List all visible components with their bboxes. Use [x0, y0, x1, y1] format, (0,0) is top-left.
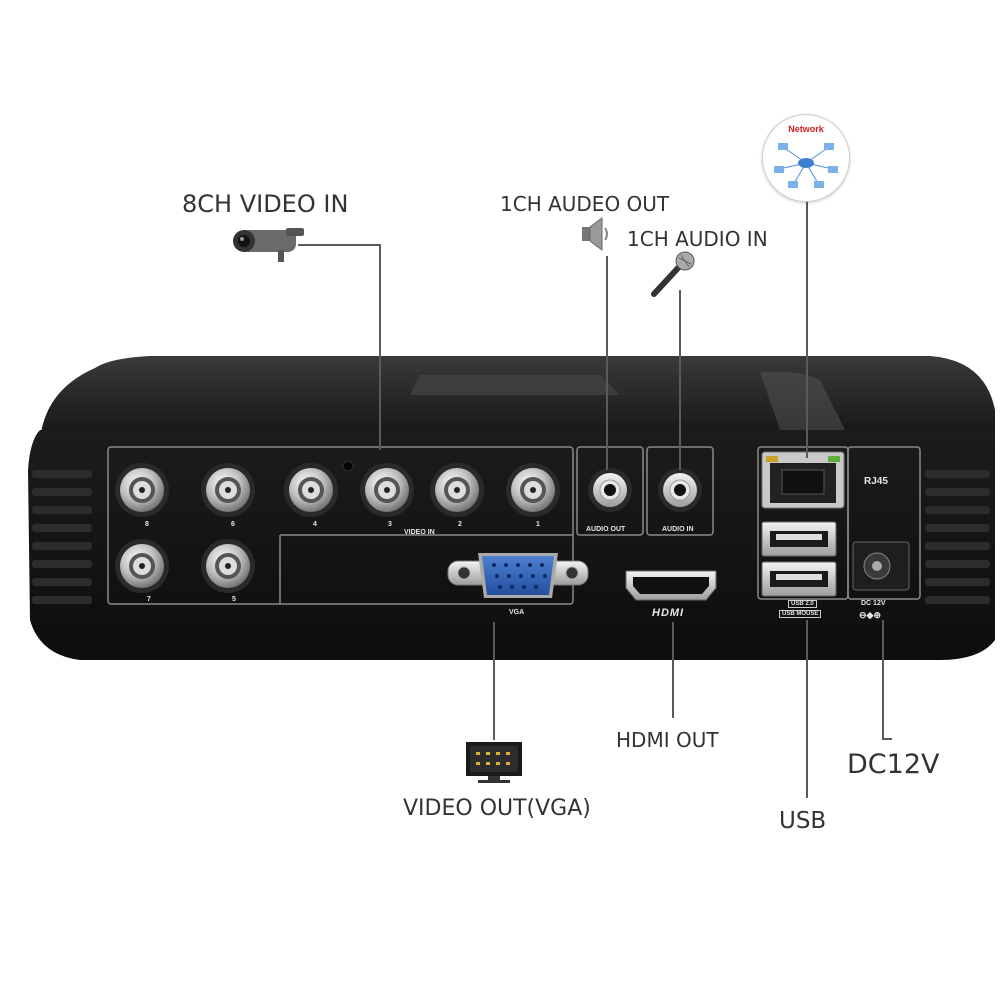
bnc-connectors: [115, 463, 560, 593]
network-icon: Network: [762, 114, 850, 202]
panel-usb-label-2: USB MOUSE: [779, 610, 822, 618]
bnc-label-4: 4: [313, 521, 317, 528]
leader-dc-v: [882, 620, 884, 740]
bnc-label-3: 3: [388, 521, 392, 528]
dc-power-jack: [852, 541, 910, 591]
right-vent: [925, 470, 990, 604]
network-diagram-graphic: [774, 143, 838, 188]
panel-hdmi-label: HDMI: [652, 607, 685, 619]
leader-network: [806, 198, 808, 458]
bnc-label-8: 8: [145, 521, 149, 528]
callout-audio-in: 1CH AUDIO IN: [627, 227, 768, 251]
usb-ports: [761, 521, 837, 597]
leader-video-in-h: [298, 244, 380, 246]
camera-icon: [233, 228, 304, 262]
panel-audio-in-label: AUDIO IN: [662, 526, 694, 533]
hdmi-port: [625, 570, 717, 601]
panel-rj45-label: RJ45: [864, 476, 888, 487]
dvr-front-panel: [28, 430, 995, 660]
leader-audio-in: [679, 290, 681, 470]
rj45-port: [761, 451, 845, 509]
callout-dc12v: DC12V: [847, 749, 940, 780]
bnc-label-5: 5: [232, 596, 236, 603]
microphone-icon: [651, 251, 695, 297]
callout-video-in: 8CH VIDEO IN: [182, 190, 349, 218]
panel-polarity-symbol: ⊖◆⊕: [859, 610, 882, 620]
panel-usb-label-1: USB 2.0: [788, 600, 817, 608]
network-label: Network: [788, 124, 824, 134]
leader-usb: [806, 620, 808, 798]
leader-hdmi: [672, 622, 674, 718]
bnc-label-1: 1: [536, 521, 540, 528]
bnc-label-6: 6: [231, 521, 235, 528]
panel-vga-label: VGA: [509, 609, 525, 616]
vga-port: [447, 553, 589, 598]
panel-audio-out-label: AUDIO OUT: [586, 526, 626, 533]
monitor-icon: [466, 742, 522, 783]
leader-vga: [493, 622, 495, 740]
callout-hdmi-out: HDMI OUT: [616, 728, 719, 752]
leader-audio-out: [606, 256, 608, 470]
leader-video-in-v: [379, 244, 381, 450]
bnc-label-7: 7: [147, 596, 151, 603]
callout-vga-out: VIDEO OUT(VGA): [403, 796, 591, 821]
bnc-label-2: 2: [458, 521, 462, 528]
rca-audio-in-jack: [658, 468, 702, 512]
rca-audio-out-jack: [588, 468, 632, 512]
callout-audio-out: 1CH AUDEO OUT: [500, 192, 670, 216]
panel-dc12v-label: DC 12V: [861, 600, 886, 607]
callout-usb: USB: [779, 808, 827, 834]
dvr-top-surface: [40, 356, 995, 440]
leader-dc-h: [882, 738, 892, 740]
speaker-icon: [582, 217, 608, 251]
left-vent: [32, 470, 92, 604]
panel-video-in-label: VIDEO IN: [404, 529, 435, 536]
